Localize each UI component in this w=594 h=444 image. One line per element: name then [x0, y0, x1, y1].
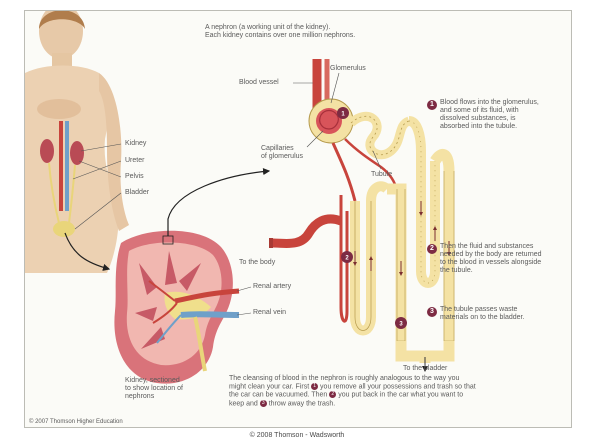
renal-vein-leader: [237, 313, 251, 315]
step-2-badge: 2: [427, 244, 437, 254]
analogy-line-4a: keep and: [229, 400, 258, 407]
blood-vessel-label: Blood vessel: [239, 79, 279, 87]
kidney-nephron-illustration: 1 2 3: [25, 11, 572, 428]
right-kidney: [70, 141, 84, 165]
peritubular-capillaries-2: [333, 143, 355, 201]
analogy-line-3b: you put back in the car what you want to: [338, 392, 463, 399]
glomerulus-label: Glomerulus: [330, 65, 366, 73]
copyright-notice: © 2008 Thomson - Wadsworth: [0, 431, 594, 440]
analogy-line-2a: might clean your car. First: [229, 383, 309, 390]
collecting-duct-base: [401, 341, 449, 356]
car-cleaning-analogy: The cleansing of blood in the nephron is…: [229, 375, 569, 408]
renal-artery-leader: [237, 287, 251, 291]
kidney-to-nephron-arrow: [168, 171, 269, 236]
nephron-heading: A nephron (a working unit of the kidney)…: [205, 24, 445, 40]
tubule-label: Tubule: [371, 171, 392, 179]
analogy-step-1-badge: 1: [311, 383, 318, 390]
step-2-text: Then the fluid and substances needed by …: [440, 243, 568, 275]
analogy-line-3a: the car can be vacuumed. Then: [229, 392, 327, 399]
human-torso: [25, 11, 129, 273]
analogy-step-3-badge: 3: [260, 400, 267, 407]
analogy-line-2b: you remove all your possessions and tras…: [320, 383, 476, 390]
analogy-line-1: The cleansing of blood in the nephron is…: [229, 375, 459, 382]
glomerulus-leader: [331, 73, 339, 103]
ureter-label: Ureter: [125, 157, 144, 165]
descending-tubule: [409, 121, 435, 283]
analogy-line-4b: throw away the trash.: [269, 400, 336, 407]
bladder-label: Bladder: [125, 189, 149, 197]
bladder: [53, 221, 75, 237]
kidney-section-caption: Kidney, sectioned to show location of ne…: [125, 377, 183, 401]
renal-artery-label: Renal artery: [253, 283, 291, 291]
step-1-badge: 1: [427, 100, 437, 110]
renal-vein-vessel: [181, 314, 239, 315]
to-the-bladder-label: To the bladder: [403, 365, 447, 373]
renal-vein-label: Renal vein: [253, 309, 286, 317]
chest-shade: [37, 99, 81, 119]
proximal-tubule: [351, 116, 409, 154]
left-kidney: [40, 139, 54, 163]
return-vessel: [273, 219, 341, 244]
capillaries-label: Capillaries of glomerulus: [261, 145, 303, 161]
panel-credit: © 2007 Thomson Higher Education: [29, 419, 123, 426]
pelvis-label: Pelvis: [125, 173, 144, 181]
kidney-label: Kidney: [125, 140, 146, 148]
diagram-panel: 1 2 3 A nephron (a working unit of the k…: [24, 10, 572, 428]
analogy-step-2-badge: 2: [329, 391, 336, 398]
step-3-text: The tubule passes waste materials on to …: [440, 306, 568, 322]
step-3-badge: 3: [427, 307, 437, 317]
to-the-body-label: To the body: [239, 259, 275, 267]
step-1-text: Blood flows into the glomerulus, and som…: [440, 99, 568, 131]
kidney-section: [114, 171, 269, 384]
